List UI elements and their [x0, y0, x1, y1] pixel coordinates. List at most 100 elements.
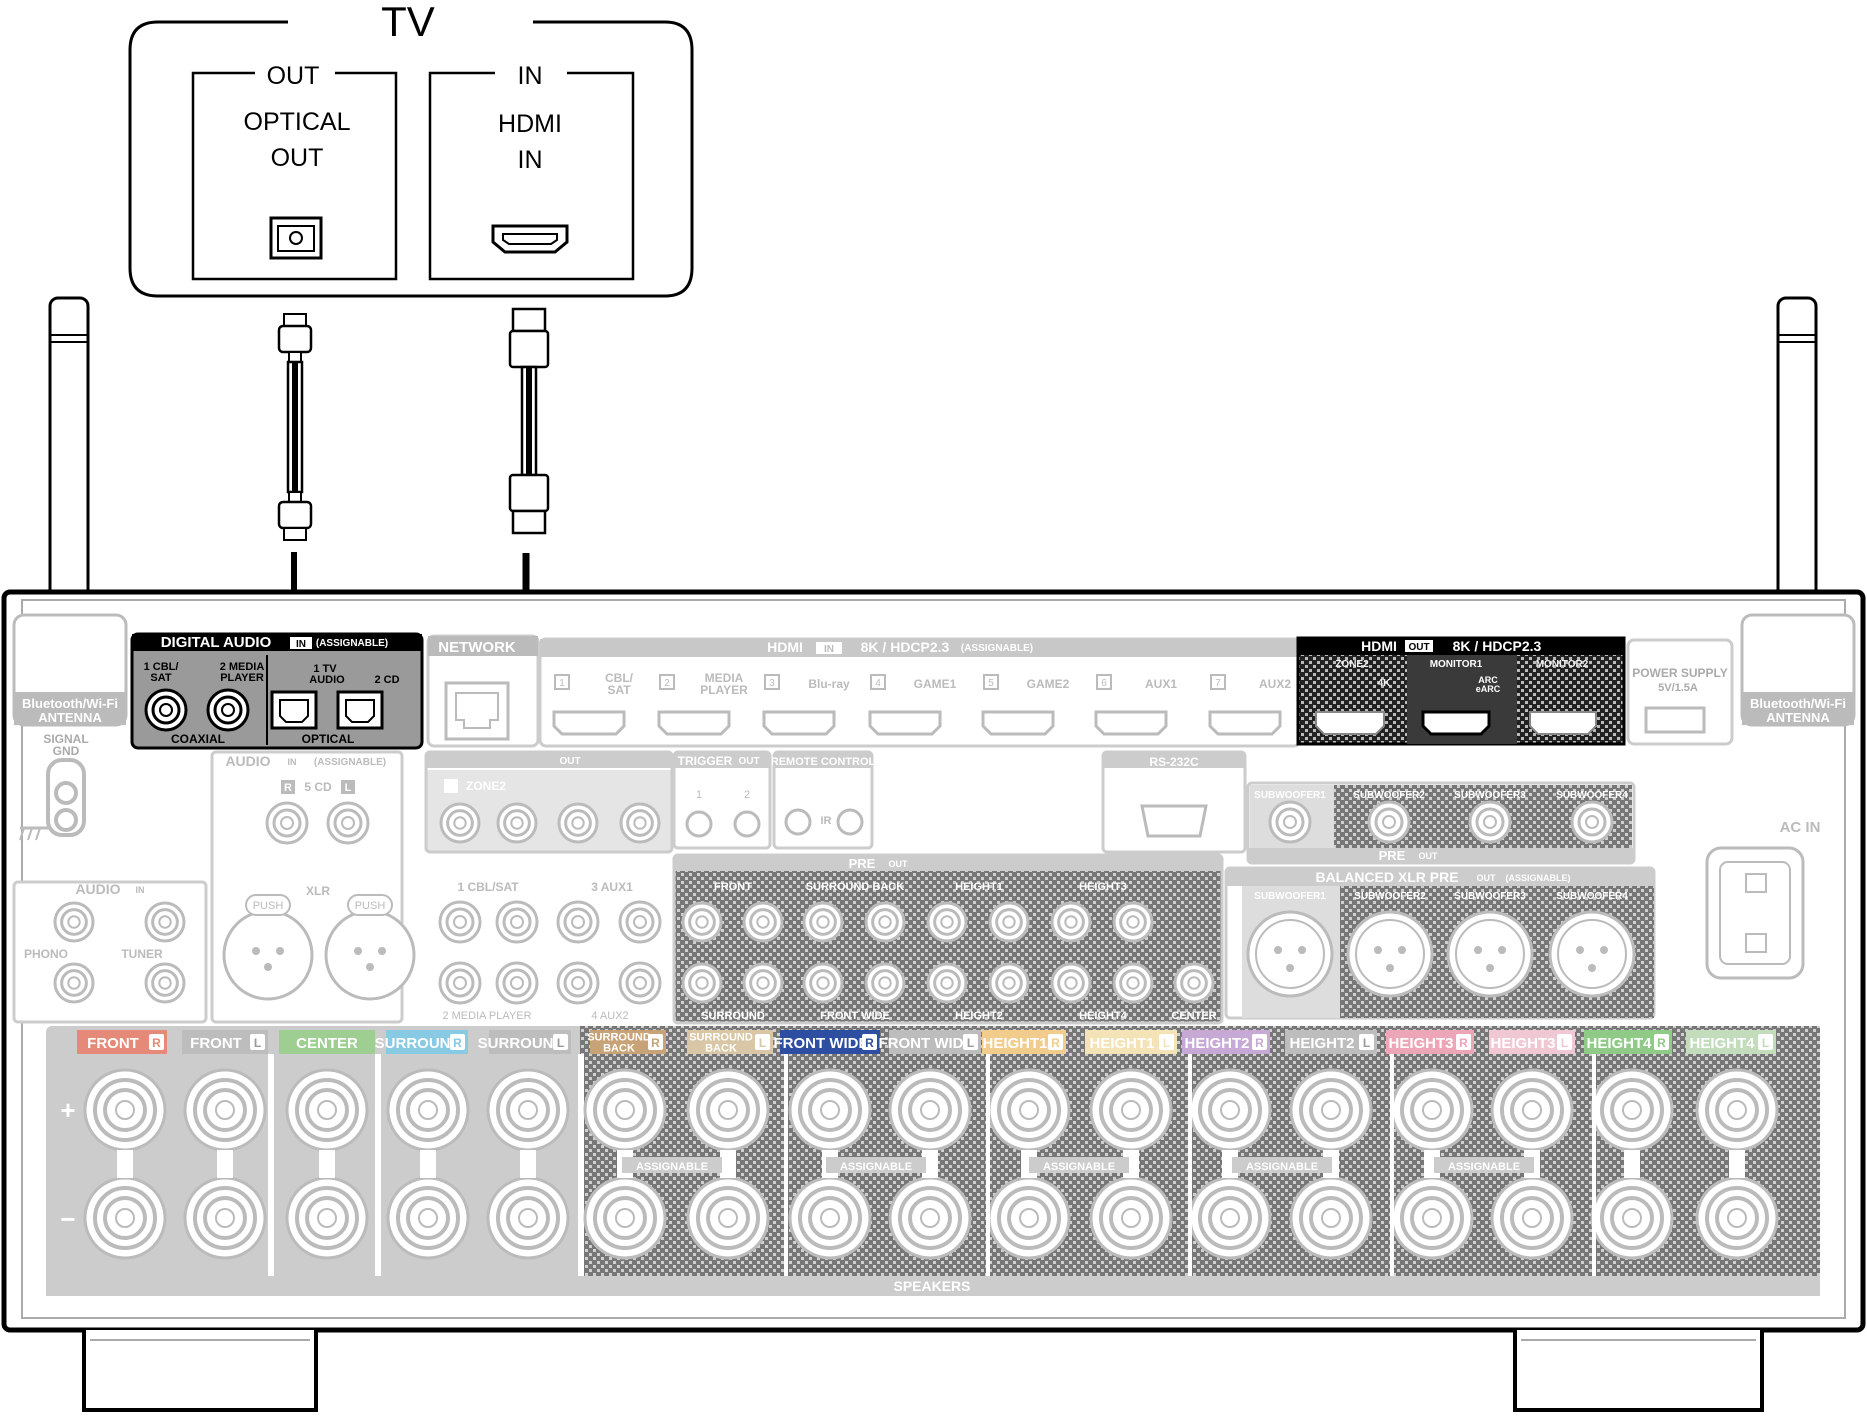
zone2-rca-jack[interactable]: [439, 802, 481, 844]
pre-out-rca-jack[interactable]: [742, 962, 784, 1004]
speaker-terminal[interactable]: [1490, 1068, 1574, 1152]
speaker-terminal[interactable]: [285, 1068, 369, 1152]
speaker-terminal[interactable]: [1289, 1176, 1373, 1260]
zone2-rca-jack[interactable]: [619, 802, 661, 844]
hdmi-out-zone2-port[interactable]: [1315, 711, 1385, 735]
speaker-terminal[interactable]: [583, 1068, 667, 1152]
rs232c-port[interactable]: [1140, 804, 1208, 838]
tuner-rca-l[interactable]: [144, 901, 186, 943]
tuner-rca-r[interactable]: [144, 962, 186, 1004]
pre-out-rca-jack[interactable]: [802, 962, 844, 1004]
xlr-input-jack[interactable]: PUSH: [222, 894, 314, 1001]
speaker-terminal[interactable]: [1089, 1068, 1173, 1152]
speaker-terminal[interactable]: [788, 1176, 872, 1260]
speaker-terminal[interactable]: [1490, 1176, 1574, 1260]
speaker-terminal[interactable]: [1089, 1176, 1173, 1260]
pre-out-rca-jack[interactable]: [864, 901, 906, 943]
speaker-terminal[interactable]: [583, 1176, 667, 1260]
speaker-terminal[interactable]: [285, 1176, 369, 1260]
hdmi-in-port[interactable]: [552, 710, 626, 736]
speaker-terminal[interactable]: [1188, 1068, 1272, 1152]
pre-out-rca-jack[interactable]: [802, 901, 844, 943]
hdmi-in-port[interactable]: [762, 710, 836, 736]
xlr-jack[interactable]: [1346, 910, 1434, 998]
speaker-terminal[interactable]: [386, 1068, 470, 1152]
hdmi-in-port[interactable]: [1094, 710, 1168, 736]
speaker-terminal[interactable]: [1390, 1068, 1474, 1152]
hdmi-in-port[interactable]: [868, 710, 942, 736]
hdmi-in-port[interactable]: [1208, 710, 1282, 736]
coaxial-jack-2[interactable]: [206, 688, 250, 732]
usb-port[interactable]: [1644, 706, 1706, 734]
speaker-terminal[interactable]: [83, 1176, 167, 1260]
ethernet-port[interactable]: [444, 681, 510, 741]
speaker-terminal[interactable]: [888, 1176, 972, 1260]
subwoofer-rca-jack[interactable]: [1367, 800, 1411, 844]
cd-rca-r[interactable]: [265, 801, 309, 845]
speaker-terminal[interactable]: [183, 1176, 267, 1260]
xlr-jack[interactable]: [1548, 910, 1636, 998]
zone2-rca-jack[interactable]: [496, 802, 538, 844]
speaker-terminal[interactable]: [686, 1176, 770, 1260]
xlr-jack[interactable]: [1446, 910, 1534, 998]
pre-out-rca-jack[interactable]: [742, 901, 784, 943]
phono-rca-l[interactable]: [53, 901, 95, 943]
pre-out-rca-jack[interactable]: [681, 901, 723, 943]
ir-jack[interactable]: [784, 808, 812, 836]
pre-out-rca-jack[interactable]: [1050, 901, 1092, 943]
speaker-terminal[interactable]: [1390, 1176, 1474, 1260]
pre-out-rca-jack[interactable]: [1112, 901, 1154, 943]
subwoofer-rca-jack[interactable]: [1570, 800, 1614, 844]
trigger-jack-1[interactable]: [685, 810, 713, 838]
optical-jack-tv-audio[interactable]: [270, 690, 318, 730]
speaker-terminal[interactable]: [788, 1068, 872, 1152]
pre-out-rca-jack[interactable]: [1050, 962, 1092, 1004]
analog-in-rca-jack[interactable]: [438, 961, 482, 1005]
speaker-terminal[interactable]: [1590, 1068, 1674, 1152]
phono-rca-r[interactable]: [53, 962, 95, 1004]
speaker-terminal[interactable]: [486, 1068, 570, 1152]
hdmi-out-monitor1-port[interactable]: [1421, 710, 1491, 736]
speaker-terminal[interactable]: [987, 1176, 1071, 1260]
speaker-terminal[interactable]: [888, 1068, 972, 1152]
pre-out-rca-jack[interactable]: [926, 962, 968, 1004]
ir-jack-2[interactable]: [836, 808, 864, 836]
analog-in-rca-jack[interactable]: [618, 961, 662, 1005]
speaker-terminal[interactable]: [1695, 1068, 1779, 1152]
speaker-terminal[interactable]: [1289, 1068, 1373, 1152]
pre-out-rca-jack[interactable]: [926, 901, 968, 943]
hdmi-in-port[interactable]: [657, 710, 731, 736]
optical-jack-cd[interactable]: [336, 690, 384, 730]
xlr-jack[interactable]: [1246, 910, 1334, 998]
trigger-jack-2[interactable]: [733, 810, 761, 838]
pre-out-rca-jack[interactable]: [988, 901, 1030, 943]
xlr-input-jack[interactable]: PUSH: [324, 894, 416, 1001]
hdmi-in-port[interactable]: [981, 710, 1055, 736]
hdmi-out-monitor2-port[interactable]: [1529, 711, 1597, 735]
speaker-terminal[interactable]: [1695, 1176, 1779, 1260]
zone2-rca-jack[interactable]: [557, 802, 599, 844]
analog-in-rca-jack[interactable]: [495, 961, 539, 1005]
pre-out-rca-jack[interactable]: [1112, 962, 1154, 1004]
pre-out-rca-jack[interactable]: [681, 962, 723, 1004]
pre-out-rca-jack[interactable]: [864, 962, 906, 1004]
analog-in-rca-jack[interactable]: [556, 961, 600, 1005]
subwoofer-rca-jack[interactable]: [1268, 800, 1312, 844]
analog-in-rca-jack[interactable]: [556, 900, 600, 944]
speaker-terminal[interactable]: [686, 1068, 770, 1152]
cd-rca-l[interactable]: [326, 801, 370, 845]
speaker-terminal[interactable]: [486, 1176, 570, 1260]
coaxial-jack-1[interactable]: [144, 688, 188, 732]
speaker-terminal[interactable]: [1188, 1176, 1272, 1260]
analog-in-rca-jack[interactable]: [438, 900, 482, 944]
speaker-terminal[interactable]: [1590, 1176, 1674, 1260]
pre-out-rca-jack[interactable]: [988, 962, 1030, 1004]
analog-in-rca-jack[interactable]: [495, 900, 539, 944]
subwoofer-rca-jack[interactable]: [1468, 800, 1512, 844]
speaker-terminal[interactable]: [83, 1068, 167, 1152]
signal-gnd-terminal[interactable]: [19, 758, 86, 841]
pre-out-rca-jack[interactable]: [1173, 962, 1215, 1004]
speaker-terminal[interactable]: [386, 1176, 470, 1260]
analog-in-rca-jack[interactable]: [618, 900, 662, 944]
speaker-terminal[interactable]: [987, 1068, 1071, 1152]
